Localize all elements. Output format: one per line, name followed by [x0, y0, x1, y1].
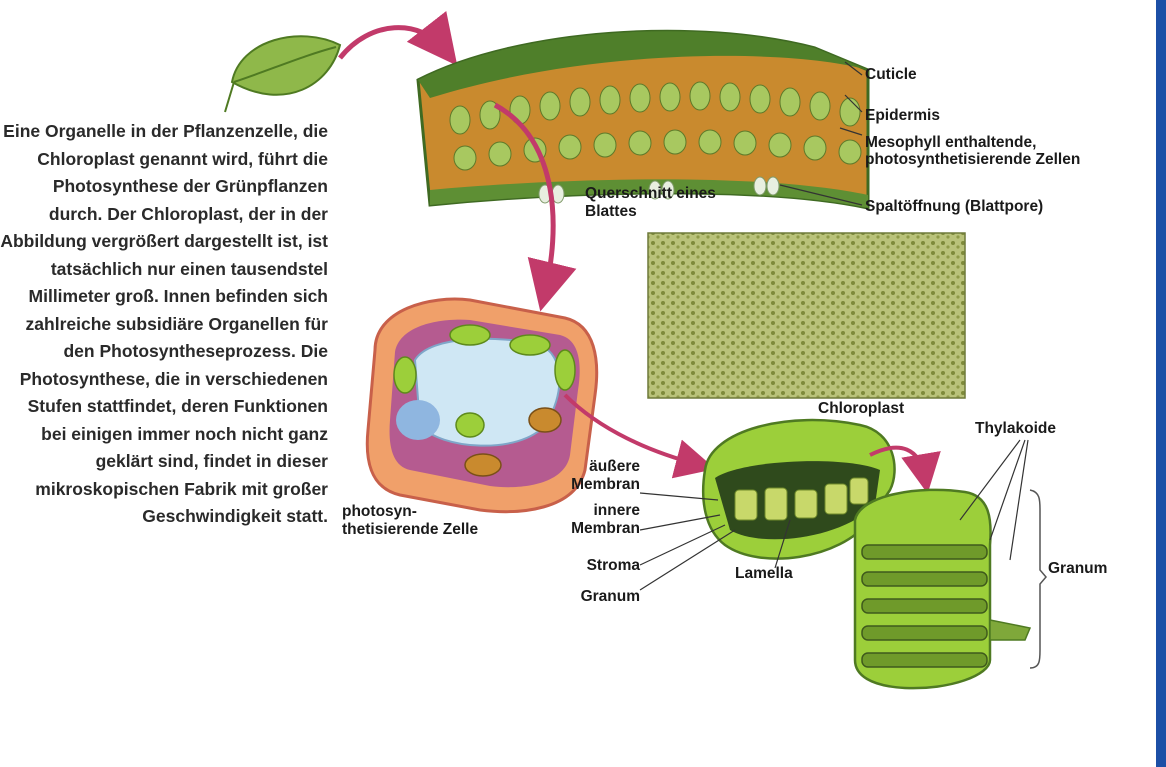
micrograph-image [648, 233, 965, 398]
label-mesophyll-line1: Mesophyll enthaltende, [865, 134, 1036, 151]
label-cell-line2: thetisierende Zelle [342, 521, 478, 538]
description-paragraph: Eine Organelle in der Pflanzenzelle, die… [0, 118, 328, 531]
label-stroma: Stroma [540, 557, 640, 574]
leaf-icon [225, 36, 340, 112]
granum-stack [855, 490, 1030, 688]
label-mesophyll-line2: photosynthetisierende Zellen [865, 151, 1080, 168]
label-cell-line1: photosyn- [342, 503, 417, 520]
label-inner-membrane-line1: innere [540, 502, 640, 519]
label-outer-membrane-line1: äußere [540, 458, 640, 475]
label-leaf-section-line2: Blattes [585, 203, 637, 220]
page-edge-bar [1156, 0, 1166, 767]
label-leaf-section-line1: Querschnitt eines [585, 185, 716, 202]
granum-bracket [1030, 490, 1046, 668]
label-thylakoids: Thylakoide [975, 420, 1056, 437]
arrow-leaf-to-section [340, 28, 445, 58]
label-granum-left: Granum [540, 588, 640, 605]
label-epidermis: Epidermis [865, 107, 940, 124]
label-stomata: Spaltöffnung (Blattpore) [865, 198, 1043, 215]
label-lamella: Lamella [735, 565, 793, 582]
label-cuticle: Cuticle [865, 66, 917, 83]
label-inner-membrane-line2: Membran [540, 520, 640, 537]
label-outer-membrane-line2: Membran [540, 476, 640, 493]
label-chloroplast: Chloroplast [818, 400, 904, 417]
label-granum-right: Granum [1048, 560, 1107, 577]
leaf-cross-section [418, 31, 868, 208]
